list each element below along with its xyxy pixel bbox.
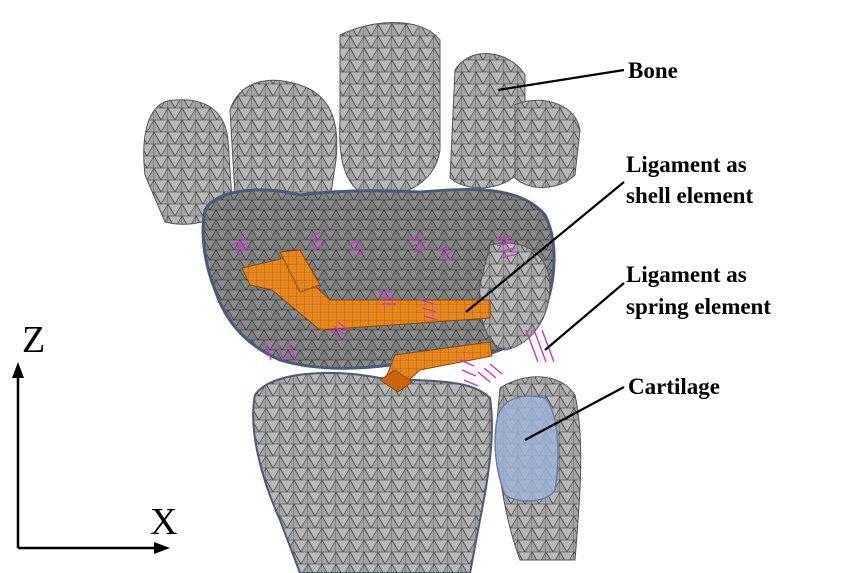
label-cartilage: Cartilage xyxy=(628,374,720,399)
bone-metacarpal-3 xyxy=(340,23,440,196)
label-ligament-shell-line1: Ligament as xyxy=(626,152,747,177)
bone-radius xyxy=(253,373,492,573)
bone-metacarpal-5 xyxy=(515,100,580,187)
bone-metacarpal-4 xyxy=(450,54,525,188)
leader-ligament-spring xyxy=(545,283,624,350)
z-axis-label: Z xyxy=(22,319,45,361)
label-ligament-shell-line2: shell element xyxy=(626,183,753,208)
axis-indicator: Z X xyxy=(12,319,177,554)
z-axis-arrowhead xyxy=(12,362,24,378)
bone-carpal-right xyxy=(480,243,550,350)
x-axis-label: X xyxy=(150,501,177,543)
label-ligament-spring-line2: spring element xyxy=(626,294,771,319)
label-bone: Bone xyxy=(628,58,678,83)
label-ligament-spring-line1: Ligament as xyxy=(626,262,747,287)
cartilage-region xyxy=(495,396,558,501)
x-axis-arrowhead xyxy=(154,542,170,554)
